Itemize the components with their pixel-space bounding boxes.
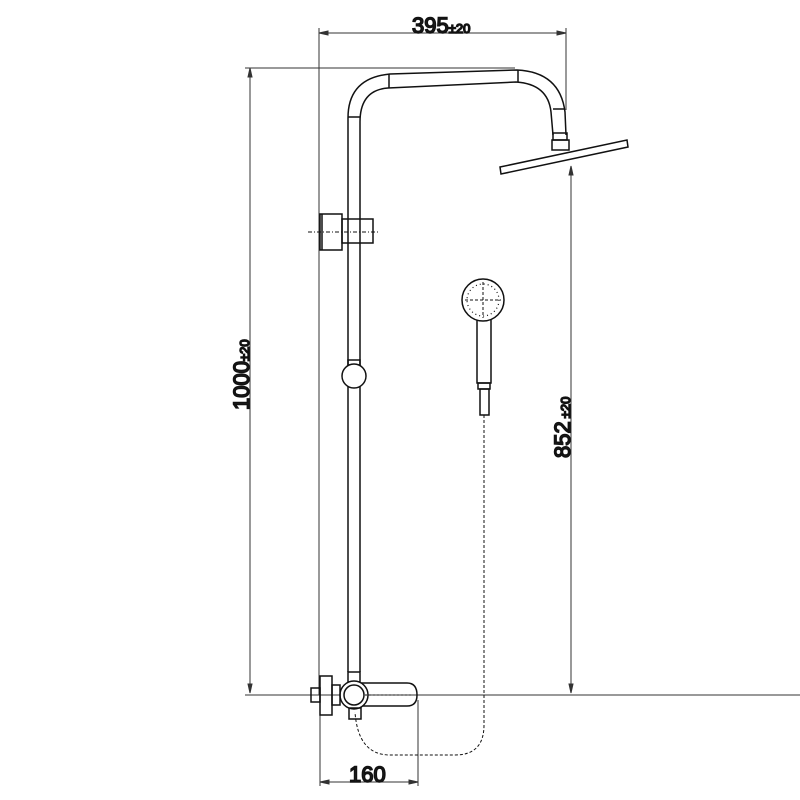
dim-height-label: 1000±20 — [229, 339, 254, 410]
pipe-ball-joint — [341, 359, 367, 389]
dimension-width-top — [318, 28, 567, 695]
dimension-mixer-width — [319, 700, 419, 786]
thermostatic-mixer — [310, 671, 418, 720]
dim-width-label: 395±20 — [412, 13, 470, 38]
shower-hose — [354, 415, 485, 756]
shower-head — [499, 132, 629, 175]
dim-mixer-label: 160 — [349, 762, 386, 787]
dim-head-height-label: 852±20 — [550, 397, 575, 458]
dimension-head-height — [568, 165, 574, 694]
riser-pipe — [347, 69, 567, 672]
hand-shower — [461, 278, 505, 416]
slider-holder — [308, 213, 380, 251]
dimension-height-total — [245, 67, 800, 696]
